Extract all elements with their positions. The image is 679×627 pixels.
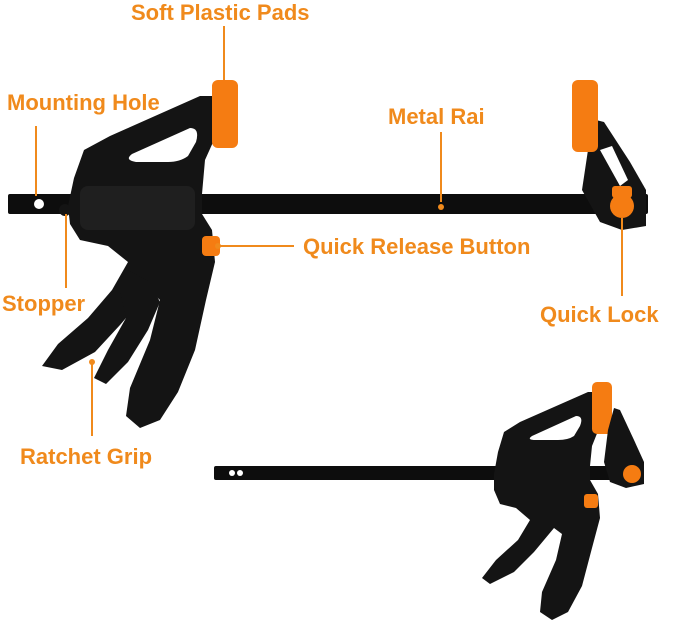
small-hole-2 [237,470,243,476]
stopper [59,204,71,216]
dot-quick-release [215,243,221,249]
large-body-panel [80,186,195,230]
small-quick-lock [623,465,641,483]
mounting-hole [34,199,44,209]
label-mounting-hole: Mounting Hole [7,90,160,115]
ratchet-grip [94,270,160,384]
small-fixed-pad [592,382,612,434]
small-release-button [584,494,598,508]
small-jaw-window [529,416,582,440]
large-movable-jaw-window [600,146,628,186]
label-quick-release-button: Quick Release Button [303,234,531,259]
label-ratchet-grip: Ratchet Grip [20,444,153,469]
large-jaw-window [128,128,198,162]
label-metal-rail: Metal Rai [388,104,485,129]
quick-release-button [202,236,220,256]
label-quick-lock: Quick Lock [540,302,659,327]
quick-lock-wing [612,186,632,198]
dot-metal-rail [438,204,444,210]
small-hole-1 [229,470,235,476]
large-movable-pad [572,80,598,152]
label-soft-plastic-pads: Soft Plastic Pads [131,0,310,25]
label-stopper: Stopper [2,291,86,316]
large-clamp [8,80,648,428]
small-clamp-body [482,392,600,620]
large-clamp-body [42,96,215,428]
dot-ratchet-grip [89,359,95,365]
small-clamp [214,382,644,620]
quick-lock [610,194,634,218]
large-fixed-pad [212,80,238,148]
leader-lines [35,26,623,436]
